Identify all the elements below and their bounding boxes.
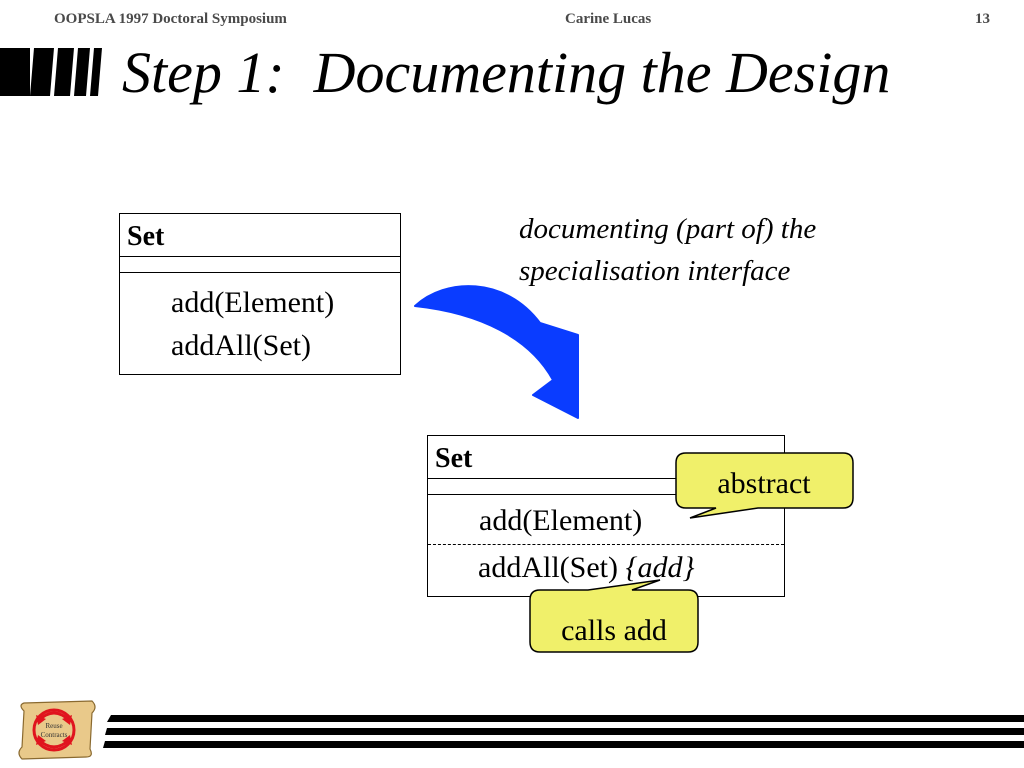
uml-class-set-before: Set add(Element) addAll(Set) bbox=[119, 213, 401, 375]
class-name: Set bbox=[120, 214, 400, 257]
page-title: Step 1: Documenting the Design bbox=[122, 38, 890, 108]
callout-calls-label: calls add bbox=[561, 614, 667, 647]
header-author: Carine Lucas bbox=[565, 11, 652, 27]
note-line-2: specialisation interface bbox=[519, 255, 791, 287]
class-attributes-compartment bbox=[120, 257, 400, 273]
note-line-1: documenting (part of) the bbox=[519, 213, 817, 245]
operation-constraint: {add} bbox=[625, 551, 695, 584]
title-step: Step 1: bbox=[122, 40, 285, 105]
header-conference: OOPSLA 1997 Doctoral Symposium bbox=[54, 11, 287, 27]
curved-arrow-icon bbox=[414, 285, 579, 419]
operation-addall: addAll(Set) bbox=[171, 329, 311, 362]
logo-text-1: Reuse bbox=[45, 722, 62, 730]
class-name: Set bbox=[428, 436, 784, 479]
operation-add: add(Element) bbox=[428, 495, 784, 545]
class-operations-compartment: add(Element) addAll(Set) bbox=[120, 273, 400, 367]
annotation-note: documenting (part of) the specialisation… bbox=[519, 208, 816, 292]
uml-class-set-after: Set add(Element) addAll(Set) {add} bbox=[427, 435, 785, 597]
callout-abstract-label: abstract bbox=[717, 467, 811, 500]
logo-text-2: Contracts bbox=[41, 731, 68, 739]
class-attributes-compartment bbox=[428, 479, 784, 495]
reuse-contracts-logo: Reuse Contracts bbox=[18, 700, 96, 760]
operation-add: add(Element) bbox=[171, 286, 335, 319]
title-bars-decoration bbox=[0, 48, 102, 96]
page-number: 13 bbox=[975, 11, 990, 27]
footer-lines-decoration bbox=[103, 715, 1024, 748]
operation-addall-signature: addAll(Set) bbox=[478, 551, 618, 584]
title-rest: Documenting the Design bbox=[313, 40, 891, 105]
operation-addall: addAll(Set) {add} bbox=[428, 545, 784, 593]
